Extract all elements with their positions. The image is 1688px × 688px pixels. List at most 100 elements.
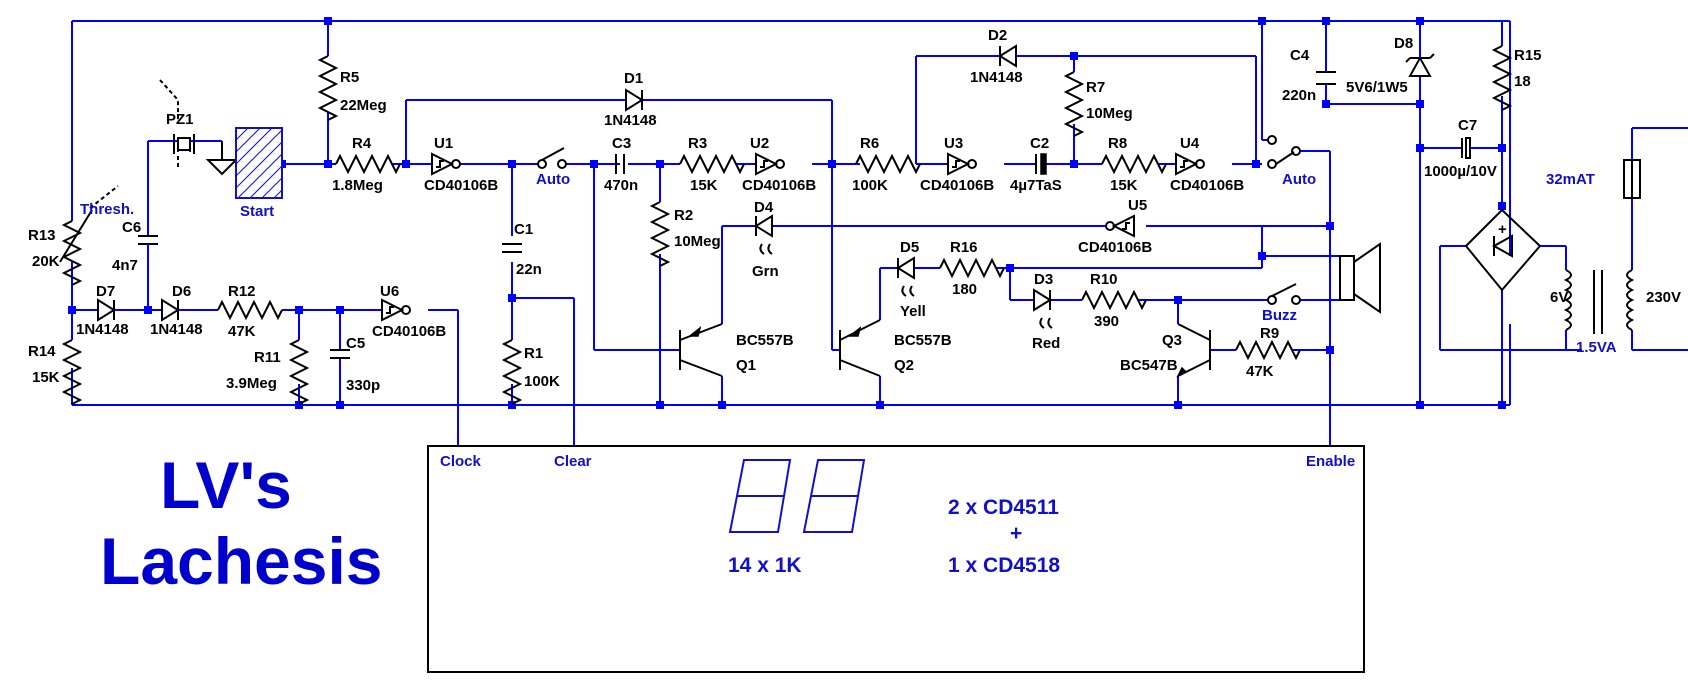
inverter-u2: U2 CD40106B: [742, 135, 816, 194]
r15-value: 18: [1514, 73, 1531, 90]
r14-value: 15K: [32, 369, 60, 386]
d2-ref: D2: [988, 27, 1007, 44]
resistor-r13: R13 20K Thresh.: [28, 185, 134, 286]
r15-ref: R15: [1514, 47, 1542, 64]
d5-ref: D5: [900, 239, 919, 256]
diode-d1: D1 1N4148: [604, 70, 657, 129]
inverter-u6: U6 CD40106B: [372, 283, 446, 340]
r12-ref: R12: [228, 283, 256, 300]
r6-ref: R6: [860, 135, 879, 152]
resistor-r9: R9 47K: [1235, 325, 1301, 380]
u3-value: CD40106B: [920, 177, 994, 194]
resistor-count-label: 14 x 1K: [728, 554, 802, 577]
resistor-r8: R8 15K: [1101, 135, 1167, 194]
clock-label: Clock: [440, 453, 482, 470]
capacitor-c7: C7 1000µ/10V: [1424, 117, 1497, 180]
auto-label-1: Auto: [536, 171, 570, 188]
r4-value: 1.8Meg: [332, 177, 383, 194]
diode-d2: D2 1N4148: [970, 27, 1023, 86]
transformer-rating: 1.5VA: [1576, 339, 1617, 356]
zener-d8: D8 5V6/1W5: [1346, 35, 1435, 96]
u1-ref: U1: [434, 135, 453, 152]
transformer: 6V 230V 1.5VA: [1550, 269, 1681, 356]
r1-value: 100K: [524, 373, 560, 390]
bridge-rectifier: +: [1464, 208, 1542, 292]
r4-ref: R4: [352, 135, 372, 152]
r7-ref: R7: [1086, 79, 1105, 96]
r8-value: 15K: [1110, 177, 1138, 194]
d8-ref: D8: [1394, 35, 1413, 52]
c1-value: 22n: [516, 261, 542, 278]
c6-ref: C6: [122, 219, 141, 236]
u2-value: CD40106B: [742, 177, 816, 194]
auto-label-2: Auto: [1282, 171, 1316, 188]
transistor-q2: BC557B Q2: [839, 319, 952, 377]
ic-line-2: 1 x CD4518: [948, 554, 1060, 577]
ic-line-1: 2 x CD4511: [948, 496, 1059, 519]
r2-ref: R2: [674, 207, 693, 224]
d1-ref: D1: [624, 70, 643, 87]
c5-value: 330p: [346, 377, 380, 394]
d2-value: 1N4148: [970, 69, 1023, 86]
r9-ref: R9: [1260, 325, 1279, 342]
transistor-q1: BC557B Q1: [679, 323, 794, 377]
d6-value: 1N4148: [150, 321, 203, 338]
pz1-ref: PZ1: [166, 111, 194, 128]
inverter-u1: U1 CD40106B: [424, 135, 498, 194]
c4-ref: C4: [1290, 47, 1310, 64]
c4-value: 220n: [1282, 87, 1316, 104]
capacitor-c1: C1 22n: [501, 221, 542, 278]
d8-value: 5V6/1W5: [1346, 79, 1408, 96]
u3-ref: U3: [944, 135, 963, 152]
c1-ref: C1: [514, 221, 533, 238]
u2-ref: U2: [750, 135, 769, 152]
c3-ref: C3: [612, 135, 631, 152]
speaker-icon: [1339, 242, 1381, 314]
d3-value: Red: [1032, 335, 1060, 352]
resistor-r5: R5 22Meg: [319, 55, 387, 121]
u5-ref: U5: [1128, 197, 1147, 214]
buzz-label: Buzz: [1262, 307, 1297, 324]
c6-value: 4n7: [112, 257, 138, 274]
c3-value: 470n: [604, 177, 638, 194]
fuse: 32mAT: [1546, 159, 1641, 199]
d5-value: Yell: [900, 303, 926, 320]
resistor-r3: R3 15K: [679, 135, 745, 194]
capacitor-c6: C6 4n7: [112, 219, 159, 274]
q2-value: BC557B: [894, 332, 952, 349]
seven-segment-digit-1: [728, 459, 792, 533]
title-line-1: LV's: [160, 448, 292, 522]
r10-value: 390: [1094, 313, 1119, 330]
capacitor-c4: C4 220n: [1282, 47, 1336, 104]
ic-plus: +: [1010, 522, 1022, 545]
r13-ref: R13: [28, 227, 56, 244]
q3-ref: Q3: [1162, 332, 1182, 349]
u4-value: CD40106B: [1170, 177, 1244, 194]
piezo-pz1: PZ1: [159, 79, 195, 168]
r11-value: 3.9Meg: [226, 375, 277, 392]
r13-value: 20K: [32, 253, 60, 270]
r8-ref: R8: [1108, 135, 1127, 152]
resistor-r12: R12 47K: [217, 283, 283, 340]
capacitor-c5: C5 330p: [329, 335, 380, 394]
resistor-r11: R11 3.9Meg: [226, 339, 308, 405]
resistor-r2: R2 10Meg: [651, 201, 721, 267]
transformer-primary: 230V: [1646, 289, 1681, 306]
svg-text:+: +: [1498, 221, 1507, 238]
c2-ref: C2: [1030, 135, 1049, 152]
seven-segment-digit-2: [802, 459, 866, 533]
d4-ref: D4: [754, 199, 774, 216]
start-label: Start: [240, 203, 274, 220]
d3-ref: D3: [1034, 271, 1053, 288]
d7-value: 1N4148: [76, 321, 129, 338]
r5-value: 22Meg: [340, 97, 387, 114]
r1-ref: R1: [524, 345, 543, 362]
clear-label: Clear: [554, 453, 592, 470]
buzz-switch: Buzz: [1262, 283, 1301, 324]
led-d5: D5 Yell: [897, 239, 926, 320]
resistor-r6: R6 100K: [852, 135, 921, 194]
u6-ref: U6: [380, 283, 399, 300]
r3-ref: R3: [688, 135, 707, 152]
r7-value: 10Meg: [1086, 105, 1133, 122]
